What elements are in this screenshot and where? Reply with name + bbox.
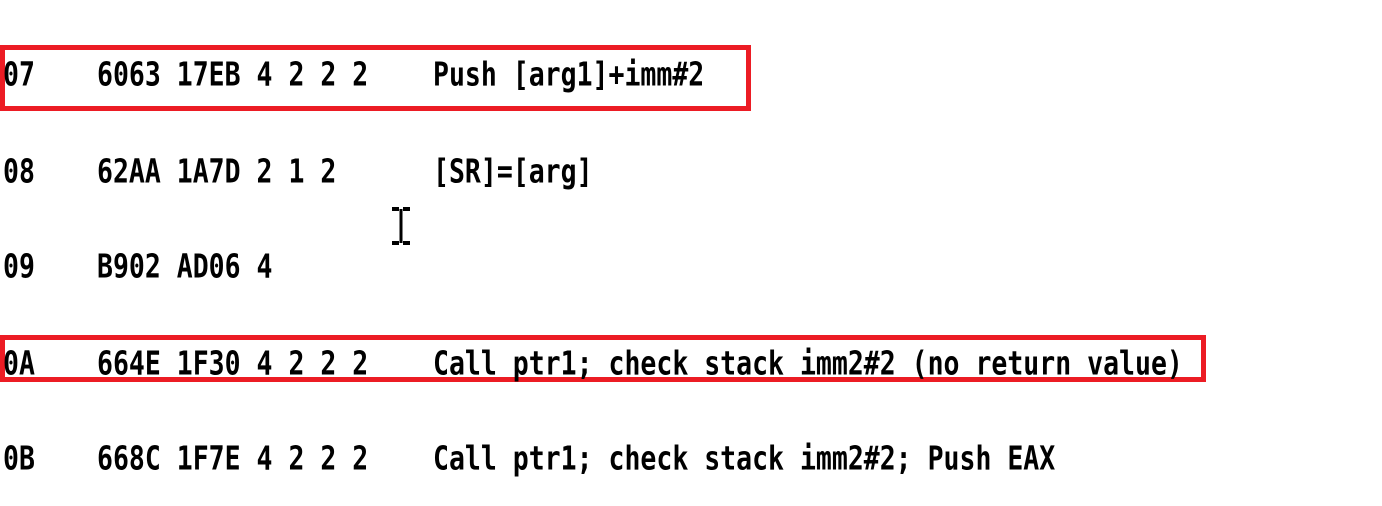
text-cursor-ibeam (392, 207, 410, 245)
opcode-instruction: [SR]=[arg] (433, 152, 593, 191)
opcode-bytes: B902 AD06 4 (97, 247, 273, 286)
opcode-bytes: 668C 1F7E 4 2 2 2 (97, 439, 369, 478)
highlight-box-row-07 (0, 45, 751, 111)
opcode-index: 07 (3, 55, 35, 94)
opcode-index: 0B (3, 439, 35, 478)
opcode-row: 0A 664E 1F30 4 2 2 2 Call ptr1; check st… (0, 344, 1382, 383)
highlight-box-row-0A (0, 335, 1206, 382)
opcode-row: 0B 668C 1F7E 4 2 2 2 Call ptr1; check st… (0, 439, 1382, 478)
opcode-index: 09 (3, 247, 35, 286)
opcode-bytes: 664E 1F30 4 2 2 2 (97, 344, 369, 383)
opcode-row: 09 B902 AD06 4 (0, 247, 1382, 286)
opcode-instruction: Call ptr1; check stack imm2#2 (no return… (433, 344, 1183, 383)
opcode-index: 08 (3, 152, 35, 191)
opcode-index: 0A (3, 344, 35, 383)
opcode-bytes: 6063 17EB 4 2 2 2 (97, 55, 369, 94)
opcode-instruction: Call ptr1; check stack imm2#2; Push EAX (433, 439, 1056, 478)
opcode-row: 08 62AA 1A7D 2 1 2 [SR]=[arg] (0, 152, 1382, 191)
opcode-bytes: 62AA 1A7D 2 1 2 (97, 152, 337, 191)
opcode-instruction: Push [arg1]+imm#2 (433, 55, 705, 94)
opcode-row: 07 6063 17EB 4 2 2 2 Push [arg1]+imm#2 (0, 55, 1382, 94)
